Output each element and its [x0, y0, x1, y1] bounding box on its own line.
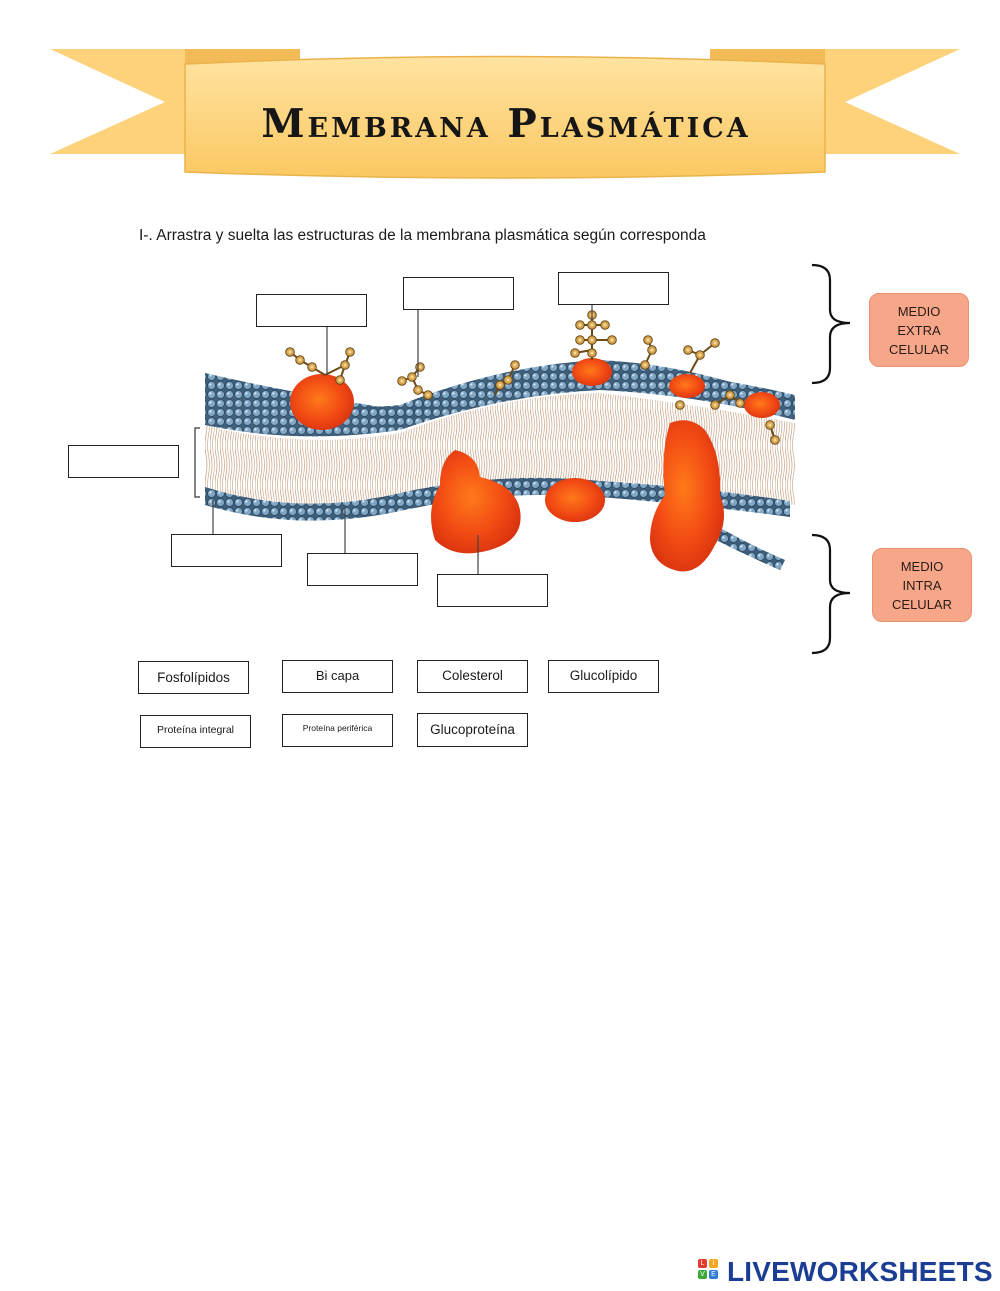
option-fosfolipidos[interactable]: Fosfolípidos	[138, 661, 249, 694]
membrane-diagram	[194, 263, 851, 655]
drop-target-2[interactable]	[403, 277, 514, 310]
peripheral-protein	[431, 450, 521, 554]
logo-wordmark: LIVEWORKSHEETS	[727, 1256, 993, 1287]
logo-block-i: I	[709, 1259, 718, 1268]
intracellular-brace	[811, 533, 851, 655]
drop-target-4[interactable]	[68, 445, 179, 478]
drop-target-5[interactable]	[171, 534, 282, 567]
page-title: Membrana Plasmática	[261, 101, 751, 147]
option-proteina-periferica[interactable]: Proteína periférica	[282, 714, 393, 747]
logo-block-l: L	[698, 1259, 707, 1268]
drop-target-6[interactable]	[307, 553, 418, 586]
option-glucolipido[interactable]: Glucolípido	[548, 660, 659, 693]
drop-target-7[interactable]	[437, 574, 548, 607]
option-proteina-integral[interactable]: Proteína integral	[140, 715, 251, 748]
logo-block-v: V	[698, 1270, 707, 1279]
medio-extracelular-label: MEDIO EXTRA CELULAR	[869, 293, 969, 367]
leader-lines	[212, 305, 593, 575]
lipid-tails	[205, 393, 795, 508]
option-colesterol[interactable]: Colesterol	[417, 660, 528, 693]
integral-protein	[650, 420, 724, 572]
instruction-text: I-. Arrastra y suelta las estructuras de…	[139, 227, 706, 244]
drop-target-3[interactable]	[558, 272, 669, 305]
extracellular-brace	[811, 263, 851, 385]
option-bicapa[interactable]: Bi capa	[282, 660, 393, 693]
logo-block-e: E	[709, 1270, 718, 1279]
option-glucoproteina[interactable]: Glucoproteína	[417, 713, 528, 747]
medio-intracelular-label: MEDIO INTRA CELULAR	[872, 548, 972, 622]
drop-target-1[interactable]	[256, 294, 367, 327]
membrane-bottom-surface	[205, 477, 790, 521]
surface-protein-left	[290, 374, 354, 430]
title-banner	[50, 49, 960, 179]
